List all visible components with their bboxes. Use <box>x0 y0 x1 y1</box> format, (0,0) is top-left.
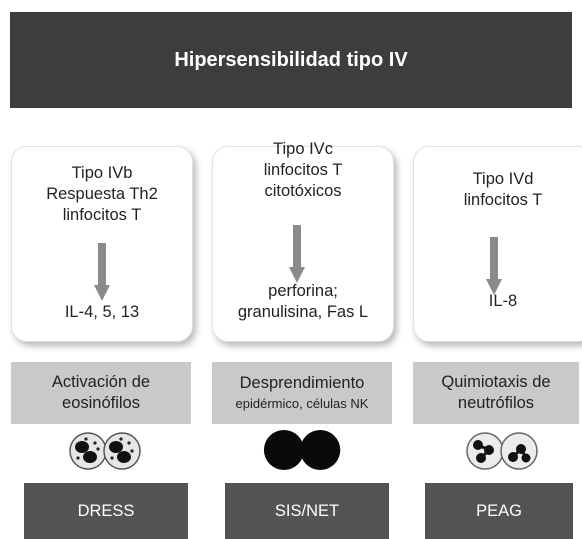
effect-line-1: Activación de <box>51 373 151 391</box>
disease-box-dress: DRESS <box>24 483 188 539</box>
neutrophil-cells-icon <box>466 432 538 470</box>
disease-label: SIS/NET <box>274 501 340 520</box>
effect-box-eosinophil-activation: Activación de eosinófilos <box>11 362 191 424</box>
down-arrow-icon <box>94 243 110 301</box>
effect-line-1: Desprendimiento <box>239 374 365 392</box>
down-arrow-icon <box>486 237 502 295</box>
diagram-title-bar: Hipersensibilidad tipo IV <box>10 12 572 108</box>
down-arrow-icon <box>289 225 305 283</box>
disease-box-sis-net: SIS/NET <box>225 483 389 539</box>
effect-box-neutrophil-chemotaxis: Quimiotaxis de neutrófilos <box>413 362 579 424</box>
effect-line-1: Quimiotaxis de <box>441 373 551 391</box>
disease-box-peag: PEAG <box>425 483 573 539</box>
type-ivc-mediators: perforina; granulisina, Fas L <box>237 282 369 321</box>
disease-label: DRESS <box>77 501 135 520</box>
type-ivd-title: Tipo IVd linfocitos T <box>463 170 543 209</box>
effect-box-epidermal-detachment: Desprendimiento epidérmico, células NK <box>212 362 392 424</box>
type-ivc-card: Tipo IVc linfocitos T citotóxicos perfor… <box>212 140 394 342</box>
type-ivb-mediators: IL-4, 5, 13 <box>64 303 140 321</box>
diagram-title: Hipersensibilidad tipo IV <box>174 48 408 71</box>
effect-line-2: eosinófilos <box>62 394 140 412</box>
type-ivb-title: Tipo IVb Respuesta Th2 linfocitos T <box>46 164 158 224</box>
eosinophil-cells-icon <box>69 432 141 470</box>
effect-line-2: epidérmico, células NK <box>235 396 369 411</box>
type-ivc-title: Tipo IVc linfocitos T citotóxicos <box>263 140 343 200</box>
type-ivd-card: Tipo IVd linfocitos T IL-8 <box>413 146 582 342</box>
nk-cells-icon <box>263 429 341 471</box>
type-ivb-card: Tipo IVb Respuesta Th2 linfocitos T IL-4… <box>11 146 193 342</box>
effect-line-2: neutrófilos <box>457 394 535 412</box>
disease-label: PEAG <box>476 501 522 520</box>
type-ivd-mediators: IL-8 <box>488 292 518 310</box>
